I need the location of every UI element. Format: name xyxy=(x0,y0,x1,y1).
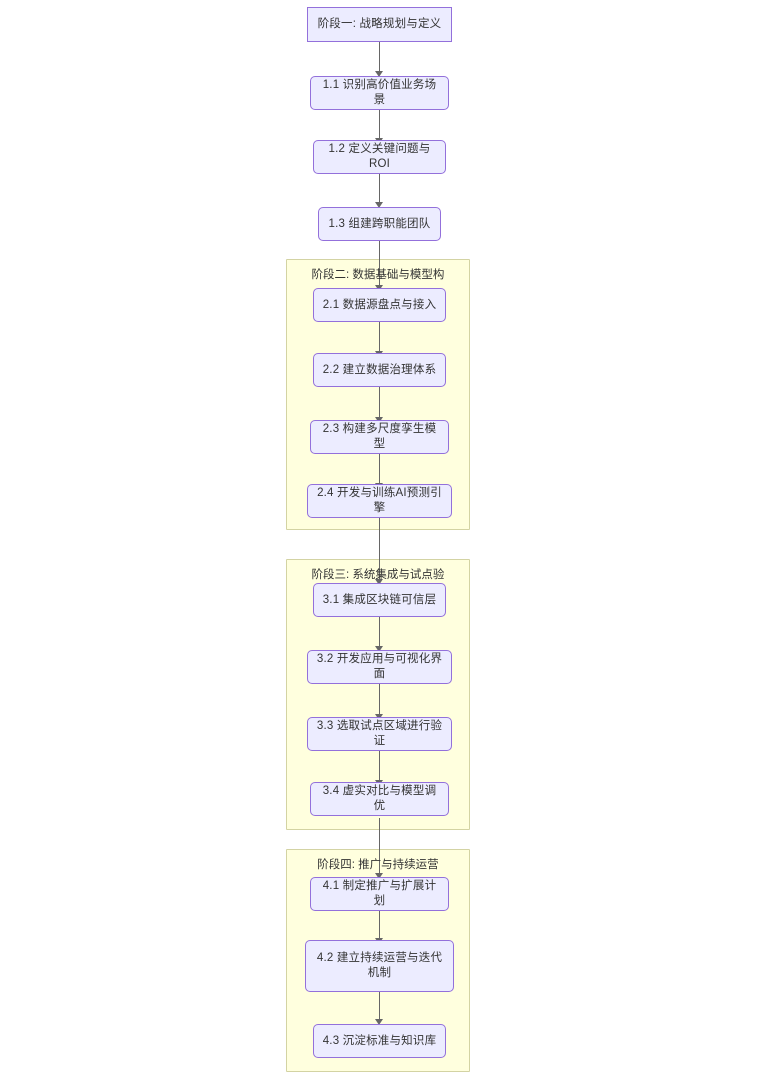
edge-arrow-3-4-to-4-1 xyxy=(375,873,383,879)
node-4-1[interactable]: 4.1 制定推广与扩展计划 xyxy=(310,877,449,911)
edge-line-3-1-to-3-2 xyxy=(379,617,380,648)
node-4-2[interactable]: 4.2 建立持续运营与迭代机制 xyxy=(305,940,454,992)
cluster-label-phase4: 阶段四: 推广与持续运营 xyxy=(317,859,439,871)
node-3-2[interactable]: 3.2 开发应用与可视化界面 xyxy=(307,650,452,684)
node-2-2[interactable]: 2.2 建立数据治理体系 xyxy=(313,353,446,387)
edge-arrow-2-4-to-3-1 xyxy=(375,579,383,585)
node-4-3[interactable]: 4.3 沉淀标准与知识库 xyxy=(313,1024,446,1058)
edge-line-2-2-to-2-3 xyxy=(379,387,380,419)
edge-line-1-2-to-1-3 xyxy=(379,174,380,204)
edge-line-3-4-to-4-1 xyxy=(379,818,380,876)
edge-line-4-1-to-4-2 xyxy=(379,911,380,941)
cluster-label-phase3: 阶段三: 系统集成与试点验 xyxy=(311,569,445,581)
node-1-1[interactable]: 1.1 识别高价值业务场景 xyxy=(310,76,449,110)
edge-arrow-3-1-to-3-2 xyxy=(375,646,383,652)
node-3-3[interactable]: 3.3 选取试点区域进行验证 xyxy=(307,717,452,751)
edge-line-3-3-to-3-4 xyxy=(379,751,380,782)
cluster-label-phase2: 阶段二: 数据基础与模型构 xyxy=(311,269,445,281)
edge-arrow-1-2-to-1-3 xyxy=(375,202,383,208)
edge-line-2-1-to-2-2 xyxy=(379,322,380,353)
node-phase1-title[interactable]: 阶段一: 战略规划与定义 xyxy=(307,7,452,42)
node-2-3[interactable]: 2.3 构建多尺度孪生模型 xyxy=(310,420,449,454)
edge-line-1-1-to-1-2 xyxy=(379,110,380,140)
node-1-3[interactable]: 1.3 组建跨职能团队 xyxy=(318,207,441,241)
edge-line-2-3-to-2-4 xyxy=(379,454,380,485)
node-2-1[interactable]: 2.1 数据源盘点与接入 xyxy=(313,288,446,322)
edge-line-1-3-to-2-1 xyxy=(379,241,380,288)
node-3-1[interactable]: 3.1 集成区块链可信层 xyxy=(313,583,446,617)
edge-line-title-to-1-1 xyxy=(379,42,380,73)
edge-line-3-2-to-3-3 xyxy=(379,684,380,716)
edge-line-2-4-to-3-1 xyxy=(379,518,380,582)
node-3-4[interactable]: 3.4 虚实对比与模型调优 xyxy=(310,782,449,816)
edge-arrow-4-2-to-4-3 xyxy=(375,1019,383,1025)
edge-arrow-title-to-1-1 xyxy=(375,71,383,77)
node-1-2[interactable]: 1.2 定义关键问题与ROI xyxy=(313,140,446,174)
edge-line-4-2-to-4-3 xyxy=(379,992,380,1022)
node-2-4[interactable]: 2.4 开发与训练AI预测引擎 xyxy=(307,484,452,518)
